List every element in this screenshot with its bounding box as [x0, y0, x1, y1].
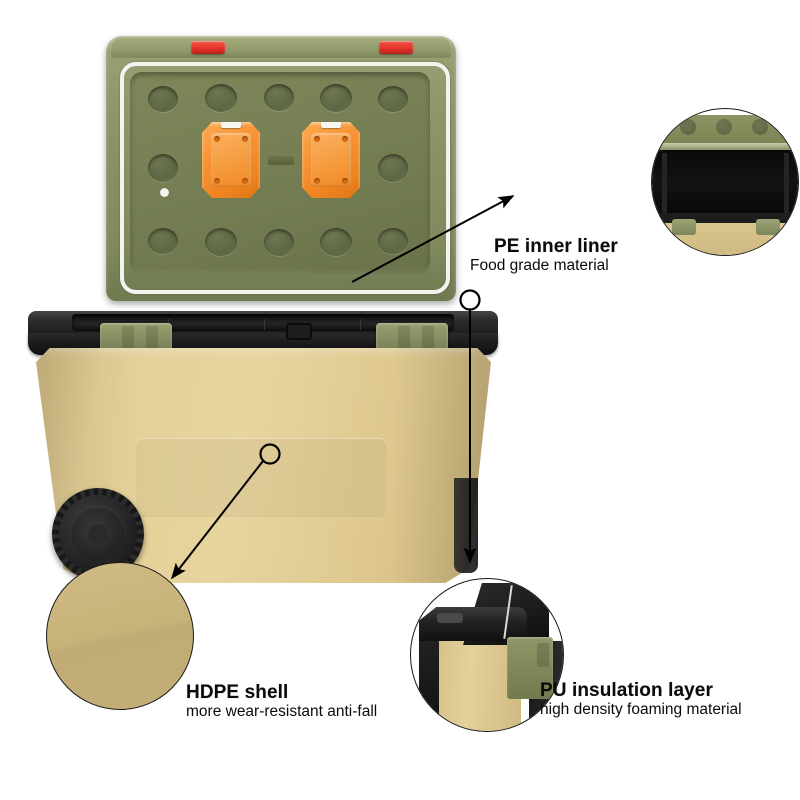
ice-pack-dot [314, 136, 320, 142]
ice-pack-bridge [268, 156, 294, 165]
pe-liner-cavity [652, 150, 798, 222]
pe-liner-wall-left [662, 153, 667, 217]
cooler-body [36, 348, 491, 583]
pe-lid-section [652, 115, 798, 145]
lid-latch-tab-left [191, 41, 225, 54]
label-pe-inner-liner: PE inner liner Food grade material [470, 236, 618, 275]
lid-dimple [205, 228, 237, 256]
pe-gasket-strip [652, 143, 798, 150]
lid-dimple [148, 154, 178, 182]
pe-latch-right [756, 219, 780, 235]
cooler-lid [106, 36, 456, 301]
lid-dimple [264, 229, 294, 256]
ice-pack-right [302, 122, 360, 198]
ice-pack-dot [242, 136, 248, 142]
ice-pack-dot [214, 178, 220, 184]
callout-circle-hdpe-shell [46, 562, 194, 710]
lid-dimple [320, 84, 352, 112]
pu-body-tan-section [435, 641, 521, 731]
label-title: HDPE shell [186, 682, 289, 703]
cavity-divider [264, 319, 265, 330]
lid-dimple [378, 228, 408, 254]
label-subtitle: high density foaming material [540, 701, 742, 719]
ice-pack-dot [242, 178, 248, 184]
lid-top-lip [110, 36, 452, 58]
body-recessed-panel [136, 438, 386, 516]
cooler-product-illustration [18, 30, 523, 590]
label-subtitle: Food grade material [470, 257, 609, 275]
lid-dimple [378, 154, 408, 182]
ice-pack-clip [221, 122, 241, 128]
ice-pack-left [202, 122, 260, 198]
callout-circle-pe-inner-liner [651, 108, 799, 256]
pu-latch-hook [437, 613, 463, 623]
body-right-edge [454, 478, 478, 573]
lid-dimple [378, 86, 408, 112]
pe-latch-left [672, 219, 696, 235]
label-title: PE inner liner [494, 236, 618, 257]
lid-dimple [148, 86, 178, 112]
pe-liner-floor [652, 213, 798, 223]
pu-rim-corner [419, 607, 527, 641]
ice-pack-clip [321, 122, 341, 128]
lid-inner-pan [130, 72, 430, 274]
lid-dimple [680, 119, 696, 135]
wheel-hub-center [88, 524, 108, 544]
lid-dimple [148, 228, 178, 254]
lid-dimple [205, 84, 237, 112]
label-hdpe-shell: HDPE shell more wear-resistant anti-fall [186, 682, 377, 721]
lid-dimple [752, 119, 768, 135]
lid-hinge-knob [286, 323, 312, 340]
callout-circle-pu-insulation [410, 578, 564, 732]
lid-drain-pinhole [160, 188, 169, 197]
label-pu-insulation-layer: PU insulation layer high density foaming… [540, 680, 742, 719]
ice-pack-dot [342, 178, 348, 184]
ice-pack-dot [314, 178, 320, 184]
cavity-divider [360, 319, 361, 330]
lid-latch-tab-right [379, 41, 413, 54]
ice-pack-dot [214, 136, 220, 142]
lid-dimple [320, 228, 352, 256]
pu-left-black-edge [419, 631, 439, 731]
lid-dimple [264, 84, 294, 111]
lid-gasket-seal [120, 62, 450, 294]
lid-dimple [716, 119, 732, 135]
pu-olive-latch [507, 637, 553, 699]
label-title: PU insulation layer [540, 680, 713, 701]
label-subtitle: more wear-resistant anti-fall [186, 703, 378, 721]
ice-pack-dot [342, 136, 348, 142]
pe-liner-wall-right [784, 153, 789, 217]
